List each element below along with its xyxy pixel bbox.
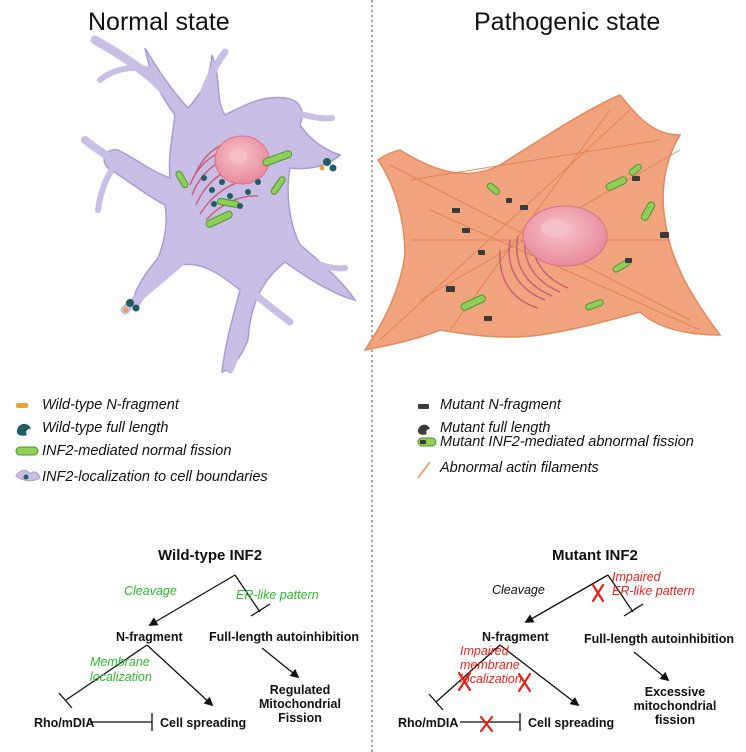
legend-item-abnormal-fission: Mutant INF2-mediated abnormal fission <box>440 434 694 450</box>
node-excessive-fission: Excessive mitochondrial fission <box>625 685 725 727</box>
inf2-particles <box>201 175 261 209</box>
node-n-fragment: N-fragment <box>482 630 549 644</box>
boundary-inf2-cluster <box>123 158 337 313</box>
normal-cell-illustration <box>81 35 357 374</box>
edge-label-impaired-er: Impaired ER-like pattern <box>612 570 695 598</box>
mitochondria <box>460 163 656 311</box>
right-panel-title: Pathogenic state <box>474 8 661 36</box>
er-line-1: Impaired <box>612 570 661 584</box>
edge-label-impaired-membrane: Impaired membrane localization <box>460 644 522 686</box>
left-panel-title: Normal state <box>88 8 230 36</box>
edge-label-cleavage: Cleavage <box>492 583 545 597</box>
outcome-line-3: Fission <box>278 711 322 725</box>
node-rho-mdia: Rho/mDIA <box>398 716 459 730</box>
nucleus <box>522 205 608 267</box>
er-line-2: ER-like pattern <box>612 584 695 598</box>
node-n-fragment: N-fragment <box>116 630 183 644</box>
right-flow-edges <box>428 574 670 731</box>
outcome-line-3: fission <box>654 713 696 727</box>
inhibition-x-marks <box>457 583 605 733</box>
outcome-line-1: Regulated <box>269 683 331 697</box>
outcome-line-2: mitochondrial <box>633 699 717 713</box>
legend-item-mutant-full-length: Mutant full length <box>440 420 551 436</box>
node-regulated-fission: Regulated Mitochondrial Fission <box>255 683 345 725</box>
legend-item-normal-fission: INF2-mediated normal fission <box>42 443 232 459</box>
node-cell-spreading: Cell spreading <box>528 716 615 730</box>
node-rho-mdia: Rho/mDIA <box>34 716 95 730</box>
edge-label-membrane: Membrane <box>90 655 150 669</box>
edge-label-er-pattern: ER-like pattern <box>236 588 319 602</box>
mutant-inf2-particles <box>446 176 669 321</box>
membrane-line-2: membrane <box>460 658 520 672</box>
outcome-line-1: Excessive <box>644 685 706 699</box>
flow-head-wild-type: Wild-type INF2 <box>158 547 263 564</box>
legend-icons-left <box>15 403 41 482</box>
edge-label-cleavage: Cleavage <box>124 584 177 598</box>
legend-item-actin-filaments: Abnormal actin filaments <box>440 460 599 476</box>
edge-label-localization: localization <box>90 670 152 684</box>
outcome-line-2: Mitochondrial <box>259 697 341 711</box>
left-flow-edges <box>58 574 300 731</box>
node-full-length-autoinhibition: Full-length autoinhibition <box>584 632 734 646</box>
legend-item-cell-boundary: INF2-localization to cell boundaries <box>42 469 268 485</box>
flow-head-mutant: Mutant INF2 <box>552 547 638 564</box>
pathogenic-cell-illustration <box>363 94 722 352</box>
membrane-line-3: localization <box>460 672 522 686</box>
legend-item-wt-n-fragment: Wild-type N-fragment <box>42 397 179 413</box>
legend-icons-right <box>417 404 437 479</box>
legend-item-mutant-n-fragment: Mutant N-fragment <box>440 397 561 413</box>
membrane-line-1: Impaired <box>460 644 509 658</box>
node-full-length-autoinhibition: Full-length autoinhibition <box>209 630 359 644</box>
legend-item-wt-full-length: Wild-type full length <box>42 420 169 436</box>
node-cell-spreading: Cell spreading <box>160 716 247 730</box>
mitochondria <box>175 150 293 228</box>
